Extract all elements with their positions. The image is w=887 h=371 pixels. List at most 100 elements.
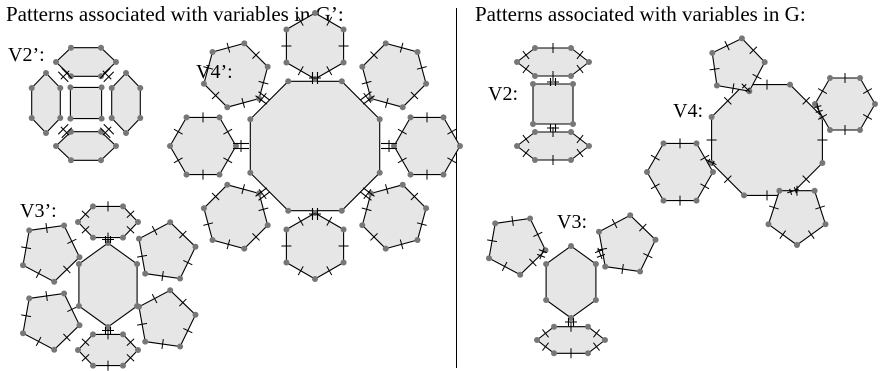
edge-tick — [802, 96, 811, 105]
vertex-dot — [192, 311, 199, 318]
vertex-dot — [136, 235, 142, 242]
vertex-dot — [283, 59, 290, 66]
vertex-dot — [586, 59, 592, 65]
edge-tick — [241, 97, 245, 108]
edge-tick — [752, 73, 762, 80]
edge-tick — [258, 92, 267, 104]
edge-tick — [779, 230, 787, 239]
vertex-dot — [123, 70, 129, 76]
vertex-dot — [264, 222, 271, 229]
vertex-dot — [108, 115, 115, 121]
label-v2: V2: — [488, 83, 518, 105]
label-v3-prime: V3’: — [20, 200, 57, 222]
edge-tick — [21, 246, 32, 250]
vertex-dot — [90, 362, 96, 369]
vertex-dot — [340, 59, 347, 66]
edge-tick — [576, 64, 584, 74]
vertex-dot — [787, 81, 793, 88]
vertex-dot — [134, 261, 141, 267]
edge-tick — [297, 216, 304, 226]
vertex-dot — [492, 220, 499, 227]
vertex-dot — [57, 115, 64, 121]
vertex-dot — [113, 59, 119, 65]
edge-tick — [650, 183, 660, 190]
edge-tick — [643, 252, 653, 259]
edge-tick — [179, 230, 187, 239]
edge-tick — [183, 259, 193, 266]
vertex-dot — [108, 85, 115, 91]
vertex-dot — [602, 337, 608, 343]
vertex-dot — [570, 81, 576, 87]
vertex-dot — [241, 40, 248, 47]
v4p-outer-hexagon — [393, 116, 461, 176]
edge-tick — [361, 80, 372, 85]
edge-tick — [723, 96, 732, 105]
edge-tick — [709, 67, 720, 71]
vertex-dot — [627, 212, 634, 219]
vertex-dot — [486, 255, 492, 262]
vertex-dot — [652, 236, 659, 243]
vertex-dot — [285, 207, 292, 214]
vertex-dot — [67, 84, 74, 91]
edge-tick — [370, 233, 378, 241]
v2p-right-hexagon — [111, 72, 141, 134]
vertex-dot — [568, 315, 574, 321]
label-v4: V4: — [673, 100, 703, 122]
vertex-dot — [53, 59, 59, 65]
edge-tick — [161, 339, 164, 350]
vertex-dot — [224, 104, 231, 111]
vertex-dot — [532, 73, 538, 79]
edge-tick — [126, 338, 135, 347]
vertex-dot — [819, 160, 826, 166]
vertex-dot — [776, 187, 783, 194]
vertex-dot — [43, 130, 49, 136]
vertex-dot — [28, 115, 35, 121]
vertex-dot — [794, 242, 800, 248]
edge-tick — [363, 188, 372, 200]
vertex-dot — [28, 85, 35, 91]
edge-tick — [81, 353, 90, 362]
vertex-dot — [568, 157, 574, 163]
vertex-dot — [76, 322, 83, 329]
vertex-dot — [407, 171, 414, 178]
vertex-dot — [543, 297, 550, 303]
label-v3: V3: — [557, 211, 587, 233]
vertex-dot — [120, 362, 126, 369]
vertex-dot — [693, 197, 700, 204]
edge-tick — [522, 50, 530, 60]
vertex-dot — [822, 221, 829, 228]
vertex-dot — [61, 290, 68, 297]
vertex-dot — [209, 237, 216, 243]
edge-tick — [650, 154, 660, 161]
vertex-dot — [68, 157, 74, 164]
vertex-dot — [167, 219, 174, 226]
vertex-dot — [312, 10, 318, 16]
edge-tick — [862, 88, 873, 94]
vertex-dot — [51, 278, 58, 285]
vertex-dot — [43, 70, 49, 76]
vertex-dot — [399, 104, 406, 111]
vertex-dot — [637, 268, 644, 275]
v4p-outer-hexagon — [169, 116, 237, 176]
vertex-dot — [53, 143, 59, 149]
vertex-dot — [530, 121, 536, 127]
edge-tick — [447, 128, 457, 135]
vertex-dot — [120, 234, 126, 241]
edge-tick — [593, 329, 600, 338]
edge-tick — [45, 290, 48, 301]
v4p-outer-hexagon — [285, 212, 345, 280]
edge-tick — [183, 327, 193, 334]
edge-tick — [511, 215, 514, 226]
vertex-dot — [340, 226, 347, 233]
edge-tick — [258, 188, 267, 200]
vertex-dot — [693, 140, 700, 147]
vertex-dot — [98, 157, 104, 164]
vertex-dot — [20, 262, 26, 269]
vertex-dot — [75, 347, 81, 353]
vertex-dot — [26, 295, 33, 302]
vertex-dot — [264, 63, 271, 70]
vertex-dot — [177, 275, 184, 282]
vertex-dot — [738, 35, 745, 42]
vertex-dot — [177, 343, 184, 350]
